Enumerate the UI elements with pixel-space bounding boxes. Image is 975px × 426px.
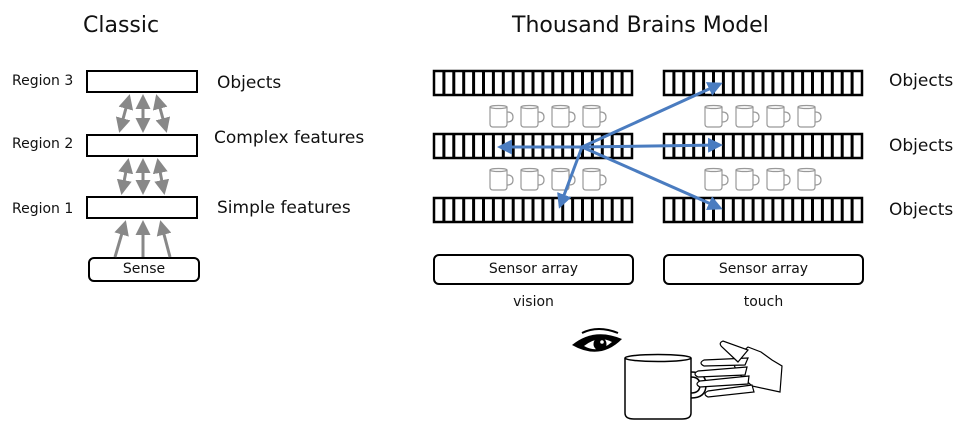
mug-icon — [624, 353, 707, 420]
small-mug-icon — [489, 104, 514, 128]
region-2-label: Region 2 — [12, 136, 74, 152]
strip-vision-top — [432, 69, 634, 97]
small-mug-icon — [551, 104, 576, 128]
objects-feature-label: Objects — [217, 73, 282, 93]
small-mug-icon — [551, 167, 576, 191]
touch-label: touch — [743, 294, 784, 310]
mug-rows — [489, 104, 822, 191]
small-mug-icon — [582, 167, 607, 191]
region-2-box — [86, 134, 198, 157]
vote-arrow-to-bottom-left — [557, 146, 584, 209]
region-1-box — [86, 196, 198, 219]
small-mug-icon — [766, 104, 791, 128]
sensor-array-touch-box — [663, 254, 864, 285]
small-mug-icon — [704, 167, 729, 191]
classic-arrows — [113, 94, 172, 258]
small-mug-icon — [520, 104, 545, 128]
small-mug-icon — [735, 167, 760, 191]
strip-touch-middle — [662, 132, 864, 160]
vote-arrow-to-bottom-right — [581, 145, 723, 211]
strip-touch-bottom — [662, 196, 864, 224]
classic-title: Classic — [83, 13, 160, 38]
arrow-r2-r3-left — [115, 94, 134, 133]
small-mug-icon — [797, 104, 822, 128]
column-strips — [432, 69, 864, 224]
complex-features-label: Complex features — [214, 128, 365, 148]
arrow-sense-r1-left — [113, 220, 129, 258]
vote-arrow-to-top-right — [581, 82, 723, 149]
strip-vision-bottom — [432, 196, 634, 224]
sense-box — [88, 257, 200, 282]
region-1-label: Region 1 — [12, 201, 74, 217]
tbm-title: Thousand Brains Model — [512, 13, 769, 38]
sensor-array-touch-label: Sensor array — [718, 261, 809, 277]
arrow-r1-r2-right — [152, 158, 170, 195]
vote-arrow-to-middle-right — [581, 137, 723, 153]
objects-label-middle: Objects — [889, 136, 954, 156]
arrow-r1-r2-left — [116, 158, 134, 195]
objects-label-top: Objects — [889, 71, 954, 91]
eye-icon — [572, 328, 622, 352]
region-3-box — [86, 70, 198, 93]
vision-label: vision — [513, 294, 554, 310]
sense-label: Sense — [122, 261, 166, 277]
strip-touch-top — [662, 69, 864, 97]
small-mug-icon — [582, 104, 607, 128]
sensor-array-vision-box — [433, 254, 634, 285]
arrow-r2-r3-right — [152, 94, 171, 133]
small-mug-icon — [489, 167, 514, 191]
simple-features-label: Simple features — [217, 198, 351, 218]
objects-label-bottom: Objects — [889, 200, 954, 220]
region-3-label: Region 3 — [12, 73, 74, 89]
small-mug-icon — [704, 104, 729, 128]
small-mug-icon — [797, 167, 822, 191]
small-mug-icon — [520, 167, 545, 191]
small-mug-icon — [766, 167, 791, 191]
small-mug-icon — [735, 104, 760, 128]
hand-icon — [694, 340, 783, 398]
arrow-sense-r1-right — [156, 220, 172, 258]
sensor-array-vision-label: Sensor array — [488, 261, 579, 277]
voting-arrows — [497, 82, 723, 211]
